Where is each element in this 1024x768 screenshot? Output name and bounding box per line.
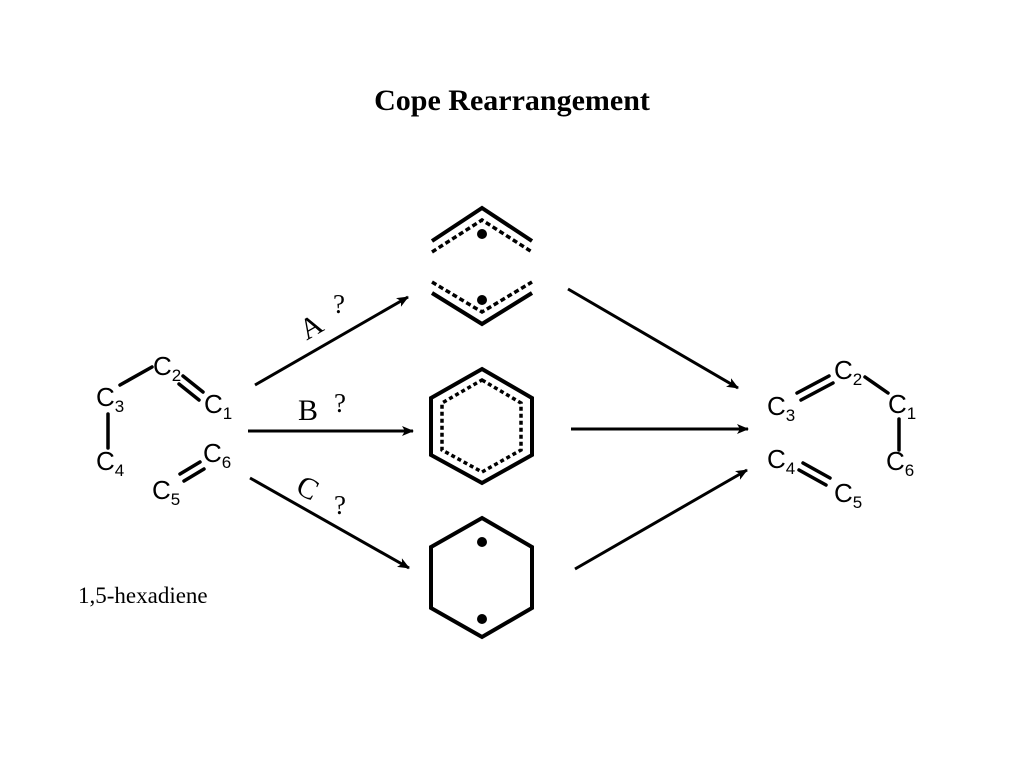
pathway-a-label: A [294, 307, 330, 347]
radical-dot-top [477, 537, 487, 547]
pathway-b-question-mark: ? [334, 388, 346, 418]
atom-label-c1: C1 [204, 389, 232, 423]
product-atom-label-c5: C5 [834, 478, 862, 512]
atom-label-c6: C6 [203, 438, 231, 472]
double-bond-c6-c5-a [178, 460, 202, 476]
product-molecule: C1 C2 C3 C4 C5 C6 [767, 355, 916, 512]
diagram-title: Cope Rearrangement [374, 84, 650, 117]
double-bond-c4-c5-b [797, 468, 828, 487]
reactant-name-label: 1,5-hexadiene [78, 583, 208, 608]
bond-c3-c2 [118, 365, 154, 387]
double-bond-c3-c2-b [799, 381, 835, 402]
arrow-pathway-c [249, 476, 410, 570]
radical-dot-lower [477, 295, 487, 305]
arrow-a-to-product [567, 287, 739, 390]
pathway-b-label: B [298, 394, 318, 427]
intermediate-a-two-allyl-radicals [430, 205, 534, 327]
atom-label-c5: C5 [152, 475, 180, 509]
product-atom-label-c1: C1 [888, 389, 916, 423]
arrow-c-to-product [574, 468, 748, 571]
radical-dot-bottom [477, 614, 487, 624]
pathway-a-question-mark: ? [333, 289, 345, 319]
product-atom-label-c3: C3 [767, 391, 795, 425]
intermediate-b-concerted-transition-state [429, 366, 534, 486]
intermediate-c-cyclohexane-diyl [429, 515, 534, 640]
atom-label-c2: C2 [153, 351, 181, 385]
product-bonds [795, 374, 901, 487]
reactant-molecule: C1 C2 C3 C4 C5 C6 [96, 351, 232, 509]
atom-label-c4: C4 [96, 446, 124, 480]
radical-dot-upper [477, 229, 487, 239]
arrow-pathway-a [254, 295, 409, 387]
pathway-c-question-mark: ? [334, 490, 346, 520]
double-bond-c4-c5-a [801, 461, 832, 480]
pathway-c-label: C [291, 469, 324, 508]
atom-label-c3: C3 [96, 382, 124, 416]
reaction-arrows-out [567, 287, 749, 571]
reaction-arrows-in [248, 295, 414, 570]
reactant-bonds [106, 365, 206, 483]
product-atom-label-c6: C6 [886, 446, 914, 480]
double-bond-c2-c1-a [181, 374, 205, 394]
double-bond-c2-c1-b [177, 382, 201, 402]
product-atom-label-c4: C4 [767, 444, 795, 478]
product-atom-label-c2: C2 [834, 355, 862, 389]
double-bond-c6-c5-b [182, 467, 206, 483]
bond-c2-c1 [863, 375, 890, 395]
double-bond-c3-c2-a [795, 374, 831, 395]
